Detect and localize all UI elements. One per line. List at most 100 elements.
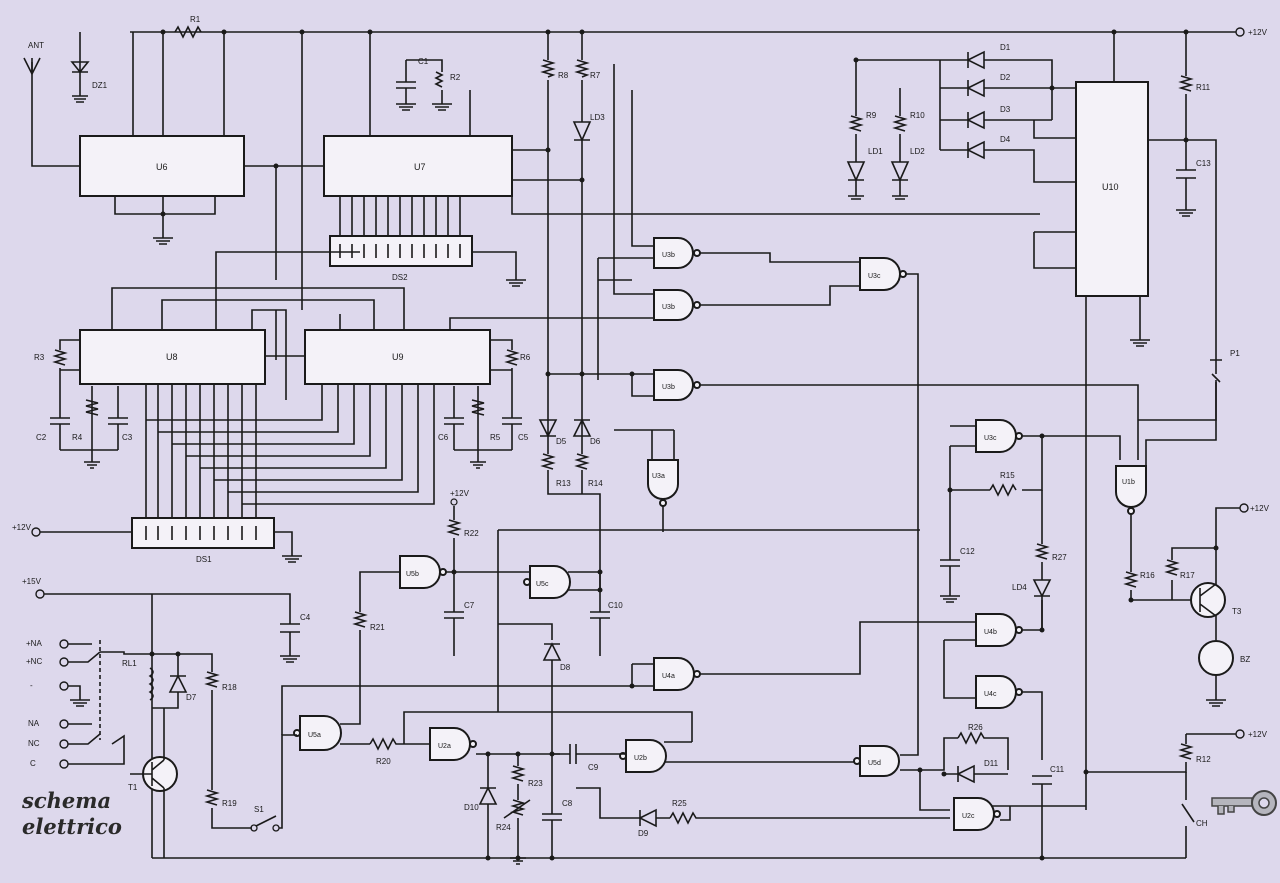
- u10-label: U10: [1102, 182, 1119, 192]
- r13-label: R13: [556, 479, 571, 488]
- u4c-label: U4c: [984, 691, 997, 698]
- nc1-label: +NC: [26, 657, 42, 666]
- c13-label: C13: [1196, 159, 1211, 168]
- d4-label: D4: [1000, 135, 1011, 144]
- c3-label: C3: [122, 433, 133, 442]
- r11-label: R11: [1196, 83, 1211, 92]
- caption: schema elettrico: [22, 788, 122, 840]
- u3b-label: U3b: [662, 252, 675, 259]
- c7-label: C7: [464, 601, 475, 610]
- gate-u5c: U5c C10: [523, 565, 623, 656]
- r27-label: R27: [1052, 553, 1067, 562]
- v12-label-top: +12V: [1248, 28, 1268, 37]
- junction-dots: [149, 29, 1219, 861]
- display-ds2: DS2: [329, 235, 526, 287]
- ds2-label: DS2: [392, 273, 408, 282]
- na2-label: NA: [28, 719, 40, 728]
- d5-label: D5: [556, 437, 567, 446]
- minus-label: -: [30, 681, 33, 690]
- c10-label: C10: [608, 601, 623, 610]
- key-icon: [1211, 790, 1277, 816]
- ds1-label: DS1: [196, 555, 212, 564]
- d1-label: D1: [1000, 43, 1011, 52]
- rl1-label: RL1: [122, 659, 137, 668]
- leds-ld1-ld2: R9 R10 LD1 LD2: [846, 60, 925, 200]
- r6-label: R6: [520, 353, 531, 362]
- r11-c13: R11 C13: [1148, 32, 1217, 350]
- ground-bus: [152, 770, 1186, 859]
- ch-label: CH: [1196, 819, 1208, 828]
- u1b-label: U1b: [1122, 479, 1135, 486]
- t3-label: T3: [1232, 607, 1242, 616]
- v12-label-ds1: +12V: [12, 523, 32, 532]
- gate-u5b: U5b: [359, 555, 530, 612]
- ld2-label: LD2: [910, 147, 925, 156]
- gate-u4a: U4a: [281, 621, 976, 735]
- gate-u4c: U4c: [975, 675, 1043, 760]
- s1-label: S1: [254, 805, 264, 814]
- r9-label: R9: [866, 111, 877, 120]
- dz1-label: DZ1: [92, 81, 108, 90]
- u5b-label: U5b: [406, 571, 419, 578]
- bus-to-ds1: [145, 384, 435, 518]
- r8-r7-ld3: R8 R7 LD3: [540, 32, 605, 420]
- ic-u9: U9: [304, 314, 632, 385]
- d9-label: D9: [638, 829, 649, 838]
- d11-label: D11: [984, 759, 999, 768]
- ld4-label: LD4: [1012, 583, 1027, 592]
- c9-d8-d9-network: C9 D8 D10 R23 R24 C8 D9 R25: [464, 529, 950, 865]
- r14-label: R14: [588, 479, 603, 488]
- gate-u2b: U2b: [619, 739, 860, 773]
- r2-label: R2: [450, 73, 461, 82]
- buzzer-section: +12V T3 BZ R16 R17: [1123, 503, 1270, 707]
- gate-u3b-top: U3b: [597, 90, 860, 380]
- nc2-label: NC: [28, 739, 40, 748]
- r12-label: R12: [1196, 755, 1211, 764]
- c4-label: C4: [300, 613, 311, 622]
- na1-label: +NA: [26, 639, 42, 648]
- c5-label: C5: [518, 433, 529, 442]
- c7-r22: +12V R22 C7: [444, 489, 479, 656]
- u8-rc-network: R3 C2 R4 C3: [34, 339, 133, 469]
- gate-u3a: U3a: [614, 429, 679, 532]
- u7-label: U7: [414, 162, 426, 172]
- r19-label: R19: [222, 799, 237, 808]
- u3c-right-label: U3c: [984, 435, 997, 442]
- r20-label: R20: [376, 757, 391, 766]
- r15-label: R15: [1000, 471, 1015, 480]
- c-label: C: [30, 759, 36, 768]
- transistor-t1: T1: [128, 708, 178, 858]
- antenna-section: ANT DZ1: [23, 32, 108, 167]
- d5-d6-network: D5 D6 R13 R14: [538, 418, 603, 590]
- u5c-label: U5c: [536, 581, 549, 588]
- caption-line-2: elettrico: [22, 814, 122, 839]
- d7-label: D7: [186, 693, 197, 702]
- u3b-mid-label: U3b: [662, 304, 675, 311]
- c9-label: C9: [588, 763, 599, 772]
- ic-u8: U8: [79, 251, 405, 400]
- bz-label: BZ: [1240, 655, 1250, 664]
- key-switch: +12V R12 CH: [1086, 729, 1277, 858]
- gate-u5d: U5d: [853, 745, 950, 811]
- u3a-label: U3a: [652, 473, 665, 480]
- switch-s1: S1: [250, 734, 297, 832]
- r4-label: R4: [72, 433, 83, 442]
- caption-line-1: schema: [22, 788, 112, 813]
- d10-label: D10: [464, 803, 479, 812]
- v12-label-r12: +12V: [1248, 730, 1268, 739]
- r1-label: R1: [190, 15, 201, 24]
- u2a-label: U2a: [438, 743, 451, 750]
- v15-label: +15V: [22, 577, 42, 586]
- gate-u3b-lower: U3b: [548, 369, 1139, 460]
- u3b-lower-label: U3b: [662, 384, 675, 391]
- u8-label: U8: [166, 352, 178, 362]
- c12-ld4: C12 R27 LD4: [940, 490, 1067, 630]
- r10-label: R10: [910, 111, 925, 120]
- relay-rl1: RL1 D7: [99, 640, 197, 740]
- gate-u3b-mid: U3b: [613, 64, 860, 321]
- r18-label: R18: [222, 683, 237, 692]
- r26-d11-c11: R26 D11 C11: [920, 723, 1065, 858]
- u5d-label: U5d: [868, 760, 881, 767]
- diode-d1-d4: D1 D2 D3 D4: [856, 43, 1076, 183]
